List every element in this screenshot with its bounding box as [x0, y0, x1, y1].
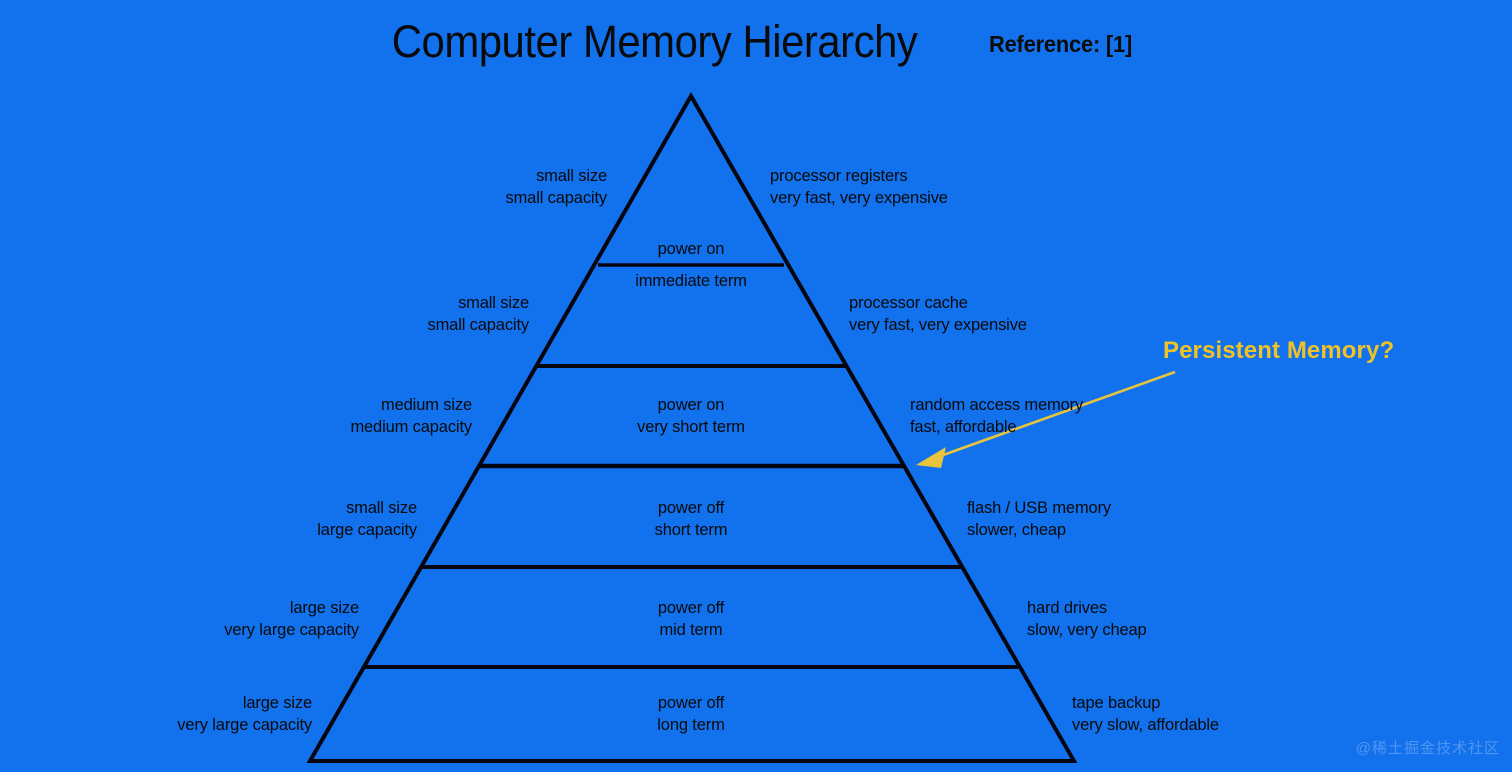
tier-3-right-label: flash / USB memory slower, cheap: [967, 499, 1112, 539]
watermark: @稀土掘金技术社区: [1355, 740, 1500, 757]
reference-label: Reference: [1]: [989, 30, 1133, 57]
tier-2-center-label: power on very short term: [637, 396, 745, 436]
persistent-memory-annotation: Persistent Memory?: [1163, 337, 1395, 364]
page-title: Computer Memory Hierarchy: [391, 15, 918, 67]
tier-3-center-label: power off short term: [654, 499, 728, 539]
tier-0-left-label: small size small capacity: [505, 167, 607, 207]
tier-4-left-label: large size very large capacity: [224, 599, 359, 639]
tier-0-center-term-label: immediate term: [635, 272, 747, 290]
tier-4-right-label: hard drives slow, very cheap: [1027, 599, 1147, 639]
tier-1-left-label: small size small capacity: [427, 294, 529, 334]
tier-0-right-label: processor registers very fast, very expe…: [770, 167, 948, 207]
tier-5-right-sublabel: very slow, affordable: [1072, 716, 1219, 734]
tier-5-center-label: power off long term: [657, 694, 725, 734]
tier-5-right-label: tape backup: [1072, 694, 1161, 712]
pyramid-triangle: [306, 91, 1078, 763]
tier-0-center-power-label: power on: [657, 240, 725, 258]
pyramid-outline: [306, 91, 1078, 763]
annotation-arrow-head: [916, 447, 946, 468]
annotation-arrow-line: [931, 370, 1176, 461]
tier-2-right-label: random access memory fast, affordable: [910, 396, 1084, 436]
header: Computer Memory Hierarchy Reference: [1]: [0, 10, 1512, 72]
tier-2-left-label: medium size medium capacity: [350, 396, 472, 436]
persistent-memory-arrow: [916, 370, 1176, 468]
tier-1-right-label: processor cache very fast, very expensiv…: [849, 294, 1027, 334]
tier-3-left-label: small size large capacity: [317, 499, 417, 539]
tier-4-center-label: power off mid term: [657, 599, 725, 639]
tier-5-left-label: large size very large capacity: [177, 694, 312, 734]
